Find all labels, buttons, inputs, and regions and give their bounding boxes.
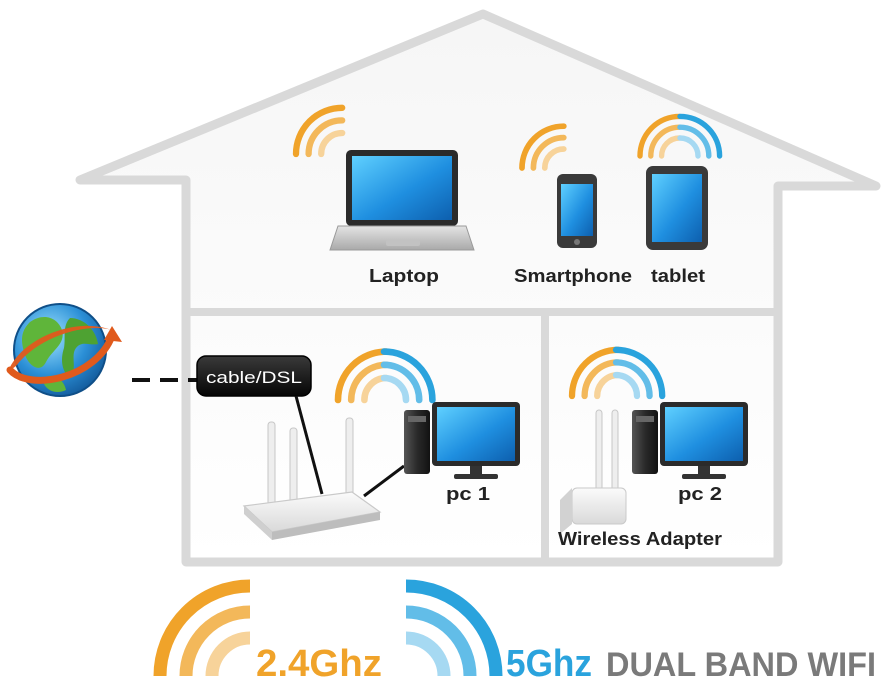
tablet-label: tablet <box>651 266 705 286</box>
router-wifi <box>334 348 436 404</box>
wifi-5ghz-icon <box>677 113 723 159</box>
smartphone-icon <box>557 174 597 248</box>
modem-box <box>196 355 312 397</box>
laptop-icon <box>329 150 475 251</box>
adapter-wifi <box>568 346 666 400</box>
wireless-adapter-icon <box>560 409 627 534</box>
cables <box>294 395 405 498</box>
house-outline <box>75 9 881 567</box>
wifi-5ghz-icon <box>380 348 436 404</box>
house <box>75 9 881 567</box>
legend-5ghz-icon <box>405 579 503 677</box>
wifi-24ghz-icon <box>292 104 346 158</box>
legend-24ghz-label: 2.4Ghz <box>256 643 382 685</box>
legend-title: DUAL BAND WIFI <box>606 646 876 684</box>
pc1-label: pc 1 <box>446 484 490 504</box>
wifi-24ghz-icon <box>637 113 683 159</box>
legend: 2.4Ghz 5Ghz DUAL BAND WIFI <box>153 579 876 685</box>
router-icon <box>242 417 382 540</box>
desktop-pc-icon <box>632 402 748 479</box>
desktop-pc-icon <box>404 402 520 479</box>
smartphone-label: Smartphone <box>514 266 632 286</box>
laptop-wifi <box>292 104 346 158</box>
tablet-wifi <box>637 113 723 159</box>
globe-icon <box>6 303 122 397</box>
wifi-24ghz-icon <box>519 123 567 171</box>
modem-label: cable/DSL <box>206 368 302 387</box>
legend-24ghz-icon <box>153 579 251 677</box>
legend-5ghz-label: 5Ghz <box>506 643 592 685</box>
wifi-5ghz-icon <box>612 346 666 400</box>
laptop-label: Laptop <box>369 266 439 286</box>
smartphone-wifi <box>519 123 567 171</box>
pc2-label: pc 2 <box>678 484 722 504</box>
adapter-label: Wireless Adapter <box>558 529 722 549</box>
tablet-icon <box>646 166 708 250</box>
